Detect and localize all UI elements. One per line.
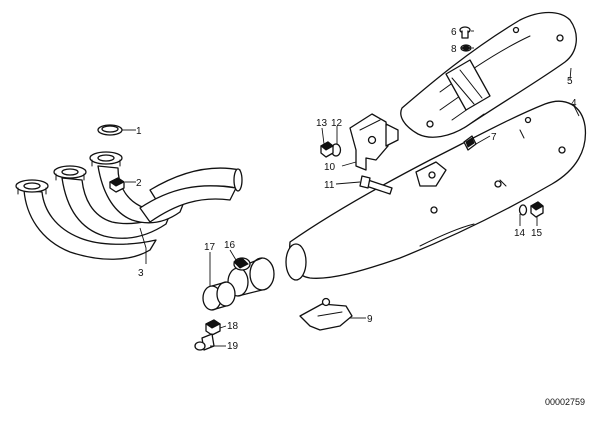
shield-screw [459, 26, 471, 39]
callout-9: 9 [367, 314, 373, 325]
callout-13: 13 [316, 118, 328, 129]
silencer [285, 100, 587, 281]
callout-15: 15 [531, 228, 543, 239]
silencer-bracket [415, 135, 477, 187]
callout-18: 18 [227, 321, 239, 332]
callout-17: 17 [204, 242, 216, 253]
nut [320, 141, 334, 158]
clamp-bolt [194, 333, 215, 351]
callout-8: 8 [451, 44, 457, 55]
callout-4: 4 [571, 98, 577, 109]
callout-7: 7 [491, 132, 497, 143]
document-number: 00002759 [545, 397, 585, 407]
silencer-washer [518, 204, 528, 216]
callout-14: 14 [514, 228, 526, 239]
callout-labels: 1 2 3 4 5 6 7 8 9 10 11 12 13 14 15 16 1… [136, 27, 585, 407]
bracket-bolt [359, 175, 393, 195]
bottom-clamp [299, 297, 353, 331]
mounting-bracket [349, 113, 399, 171]
callout-5: 5 [567, 76, 573, 87]
callout-3: 3 [138, 268, 144, 279]
callout-1: 1 [136, 126, 142, 137]
gasket-ring [97, 124, 123, 136]
flange-nut [109, 177, 125, 193]
clamp-ring-small [202, 281, 236, 311]
callout-6: 6 [451, 27, 457, 38]
callout-12: 12 [331, 118, 343, 129]
callout-11: 11 [324, 180, 335, 191]
callout-16: 16 [224, 240, 236, 251]
callout-2: 2 [136, 178, 142, 189]
silencer-nut [530, 201, 544, 218]
clamp-nut [205, 319, 221, 336]
leader-lines [122, 30, 580, 347]
callout-10: 10 [324, 162, 336, 173]
shield-washer [460, 44, 472, 52]
heat-shield [400, 11, 577, 138]
callout-19: 19 [227, 341, 239, 352]
